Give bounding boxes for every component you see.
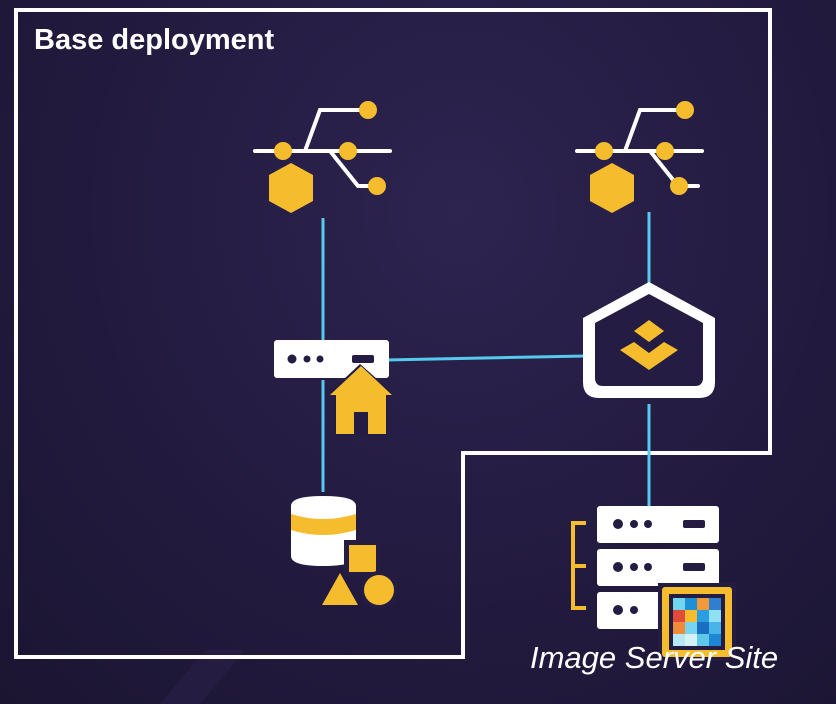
image-server-site-caption: Image Server Site bbox=[530, 640, 779, 675]
raster-image-icon bbox=[658, 583, 736, 661]
hosting-server-icon bbox=[253, 101, 392, 213]
diagram-title: Base deployment bbox=[34, 24, 275, 56]
web-adaptor-home-icon bbox=[274, 340, 394, 436]
hosting-server-icon bbox=[575, 101, 704, 213]
portal-hexagon-icon bbox=[583, 282, 715, 398]
connector-webadaptor-portal bbox=[384, 354, 587, 362]
data-store-icon bbox=[291, 496, 398, 609]
background-watermark bbox=[160, 650, 245, 704]
base-deployment-boundary bbox=[14, 8, 772, 659]
connectors bbox=[321, 212, 651, 506]
